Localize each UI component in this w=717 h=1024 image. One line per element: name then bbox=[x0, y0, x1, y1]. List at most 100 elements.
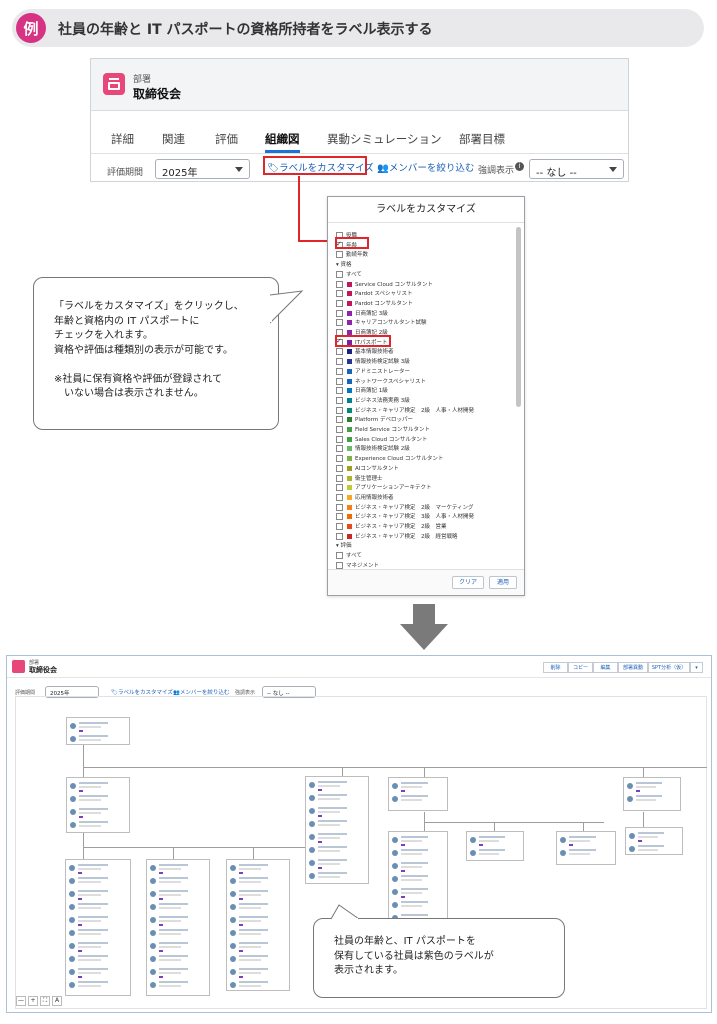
more-actions-button[interactable]: ▾ bbox=[690, 662, 703, 673]
auto-layout-button[interactable]: A bbox=[52, 996, 62, 1006]
customize-labels-link[interactable]: 🏷ラベルをカスタマイズ bbox=[111, 690, 173, 696]
option-checkbox[interactable] bbox=[336, 445, 343, 453]
label-option-row[interactable]: ビジネス・キャリア検定 2級 営業 bbox=[336, 522, 514, 532]
option-checkbox[interactable] bbox=[336, 358, 343, 366]
option-checkbox[interactable] bbox=[336, 280, 343, 288]
highlight-select[interactable]: -- なし -- bbox=[262, 686, 316, 698]
org-node[interactable] bbox=[305, 776, 369, 884]
edit-button[interactable]: 編集 bbox=[593, 662, 618, 673]
label-option-row[interactable]: AIコンサルタント bbox=[336, 464, 514, 474]
option-checkbox[interactable] bbox=[336, 484, 343, 492]
zoom-out-button[interactable]: — bbox=[16, 996, 26, 1006]
label-option-row[interactable]: 情報技術検定試験 2級 bbox=[336, 444, 514, 454]
customize-labels-link[interactable]: 🏷ラベルをカスタマイズ bbox=[267, 163, 374, 174]
org-node[interactable] bbox=[66, 777, 130, 833]
label-option-row[interactable]: すべて bbox=[336, 270, 514, 280]
option-checkbox[interactable] bbox=[336, 532, 343, 540]
clear-button[interactable]: クリア bbox=[452, 576, 484, 589]
option-checkbox[interactable] bbox=[336, 251, 343, 259]
label-option-row[interactable]: 応用情報技術者 bbox=[336, 493, 514, 503]
label-option-row[interactable]: 衛生管理士 bbox=[336, 474, 514, 484]
org-node[interactable] bbox=[146, 859, 210, 996]
highlight-select[interactable]: -- なし -- bbox=[529, 159, 624, 179]
label-option-row[interactable]: Pardot コンサルタント bbox=[336, 299, 514, 309]
label-option-row[interactable]: 勤続年数 bbox=[336, 250, 514, 260]
label-option-row[interactable]: ビジネス・キャリア検定 3級 人事・人材開発 bbox=[336, 512, 514, 522]
option-checkbox[interactable] bbox=[336, 387, 343, 395]
label-option-row[interactable]: ビジネス法務実務 3級 bbox=[336, 396, 514, 406]
option-checkbox[interactable] bbox=[336, 503, 343, 511]
org-chart-canvas[interactable] bbox=[15, 696, 707, 1009]
option-checkbox[interactable] bbox=[336, 290, 343, 298]
label-option-row[interactable]: ネットワークスペシャリスト bbox=[336, 377, 514, 387]
filter-members-link[interactable]: 👥メンバーを絞り込む bbox=[173, 690, 230, 696]
option-checkbox[interactable] bbox=[336, 426, 343, 433]
delete-button[interactable]: 削除 bbox=[543, 662, 568, 673]
label-option-row[interactable]: ビジネス・キャリア検定 2級 マーケティング bbox=[336, 503, 514, 513]
org-node[interactable] bbox=[65, 859, 131, 996]
copy-button[interactable]: コピー bbox=[568, 662, 593, 673]
fit-screen-button[interactable]: ⛶ bbox=[40, 996, 50, 1006]
option-checkbox[interactable] bbox=[336, 523, 343, 530]
spt-analysis-button[interactable]: SPT分析（仮） bbox=[648, 662, 690, 673]
label-option-row[interactable]: マネジメント bbox=[336, 561, 514, 571]
option-checkbox[interactable] bbox=[336, 396, 343, 404]
label-option-row[interactable]: 基本情報技術者 bbox=[336, 347, 514, 357]
option-checkbox[interactable] bbox=[336, 513, 343, 521]
label-option-row[interactable]: Platform デベロッパー bbox=[336, 415, 514, 425]
zoom-in-button[interactable]: + bbox=[28, 996, 38, 1006]
label-option-row[interactable]: アドミニストレーター bbox=[336, 367, 514, 377]
tab-evaluation[interactable]: 評価 bbox=[215, 132, 238, 146]
option-checkbox[interactable] bbox=[336, 270, 343, 278]
org-node[interactable] bbox=[66, 717, 130, 745]
org-node[interactable] bbox=[388, 831, 448, 931]
option-checkbox[interactable] bbox=[336, 455, 343, 463]
filter-members-link[interactable]: 👥メンバーを絞り込む bbox=[377, 163, 475, 174]
org-node[interactable] bbox=[466, 831, 524, 861]
tab-org-chart[interactable]: 組織図 bbox=[265, 132, 300, 146]
label-option-row[interactable]: 日商簿記 3級 bbox=[336, 309, 514, 319]
org-node[interactable] bbox=[556, 831, 616, 865]
label-option-row[interactable]: Sales Cloud コンサルタント bbox=[336, 435, 514, 445]
label-option-row[interactable]: Field Service コンサルタント bbox=[336, 425, 514, 435]
option-checkbox[interactable] bbox=[336, 552, 343, 560]
org-node[interactable] bbox=[226, 859, 290, 991]
label-option-row[interactable]: ビジネス・キャリア検定 2級 人事・人材開発 bbox=[336, 406, 514, 416]
option-checkbox[interactable] bbox=[336, 416, 343, 424]
option-checkbox[interactable] bbox=[336, 367, 343, 375]
option-checkbox[interactable] bbox=[336, 406, 343, 414]
label-option-row[interactable]: ▾ 評価 bbox=[336, 541, 514, 551]
tab-details[interactable]: 詳細 bbox=[111, 132, 134, 146]
period-select[interactable]: 2025年 bbox=[45, 686, 99, 698]
label-option-row[interactable]: ビジネス・キャリア検定 2級 経営戦略 bbox=[336, 532, 514, 542]
dialog-scrollbar[interactable] bbox=[516, 227, 521, 407]
option-checkbox[interactable] bbox=[336, 348, 343, 356]
tab-department-goals[interactable]: 部署目標 bbox=[459, 132, 505, 146]
label-option-row[interactable]: 情報技術検定試験 3級 bbox=[336, 357, 514, 367]
label-option-row[interactable]: Experience Cloud コンサルタント bbox=[336, 454, 514, 464]
label-option-row[interactable]: キャリアコンサルタント試験 bbox=[336, 318, 514, 328]
option-checkbox[interactable] bbox=[336, 474, 343, 482]
label-option-row[interactable]: すべて bbox=[336, 551, 514, 561]
option-checkbox[interactable] bbox=[336, 309, 343, 317]
option-checkbox[interactable] bbox=[336, 299, 343, 307]
option-checkbox[interactable] bbox=[336, 493, 343, 501]
option-checkbox[interactable] bbox=[336, 377, 343, 385]
option-checkbox[interactable] bbox=[336, 435, 343, 443]
apply-button[interactable]: 適用 bbox=[489, 576, 517, 589]
org-node[interactable] bbox=[388, 777, 448, 811]
option-checkbox[interactable] bbox=[336, 319, 343, 327]
period-select[interactable]: 2025年 bbox=[155, 159, 250, 179]
tab-related[interactable]: 関連 bbox=[162, 132, 185, 146]
label-option-row[interactable]: 日商簿記 1級 bbox=[336, 386, 514, 396]
option-checkbox[interactable] bbox=[336, 561, 343, 569]
option-checkbox[interactable] bbox=[336, 464, 343, 472]
tab-transfer-simulation[interactable]: 異動シミュレーション bbox=[327, 132, 442, 146]
label-option-row[interactable]: アプリケーションアーキテクト bbox=[336, 483, 514, 493]
label-option-row[interactable]: Pardot スペシャリスト bbox=[336, 289, 514, 299]
org-node[interactable] bbox=[623, 777, 681, 811]
label-option-row[interactable]: ▾ 資格 bbox=[336, 260, 514, 270]
transfer-button[interactable]: 部署異動 bbox=[618, 662, 648, 673]
org-node[interactable] bbox=[625, 827, 683, 855]
label-option-row[interactable]: Service Cloud コンサルタント bbox=[336, 280, 514, 290]
